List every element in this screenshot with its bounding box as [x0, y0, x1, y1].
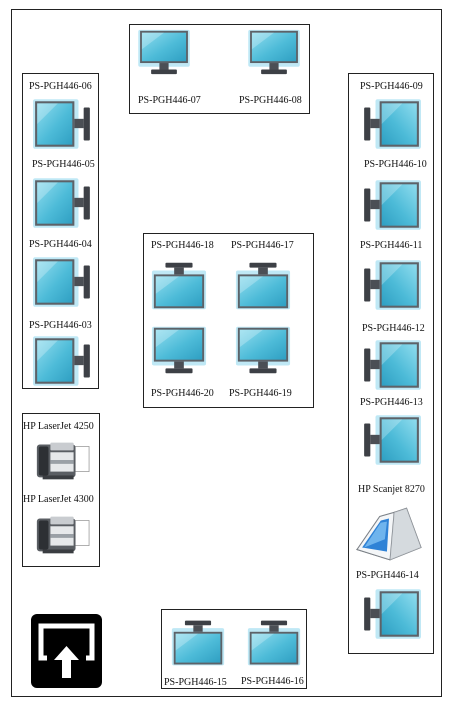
monitor-icon[interactable] — [32, 96, 94, 152]
station-label-17: PS-PGH446-17 — [231, 240, 294, 251]
monitor-icon[interactable] — [234, 320, 292, 380]
monitor-icon[interactable] — [150, 320, 208, 380]
station-label-14: PS-PGH446-14 — [356, 570, 419, 581]
station-label-03: PS-PGH446-03 — [29, 320, 92, 331]
monitor-icon[interactable] — [360, 256, 422, 314]
printer-icon[interactable] — [33, 512, 91, 556]
station-label-07: PS-PGH446-07 — [138, 95, 201, 106]
exit-icon[interactable] — [31, 614, 102, 688]
monitor-icon[interactable] — [360, 95, 422, 153]
station-label-04: PS-PGH446-04 — [29, 239, 92, 250]
station-label-10: PS-PGH446-10 — [364, 159, 427, 170]
monitor-icon[interactable] — [136, 29, 192, 75]
station-label-20: PS-PGH446-20 — [151, 388, 214, 399]
station-label-09: PS-PGH446-09 — [360, 81, 423, 92]
monitor-icon[interactable] — [360, 336, 422, 394]
floor-plan-frame — [11, 9, 442, 697]
monitor-icon[interactable] — [246, 614, 302, 672]
station-label-15: PS-PGH446-15 — [164, 677, 227, 688]
group-center — [143, 233, 314, 408]
monitor-icon[interactable] — [360, 411, 422, 469]
monitor-icon[interactable] — [32, 334, 94, 388]
station-label-06: PS-PGH446-06 — [29, 81, 92, 92]
monitor-icon[interactable] — [170, 614, 226, 672]
scanner-icon[interactable] — [352, 502, 426, 564]
printer-icon[interactable] — [33, 438, 91, 482]
printer-label-4300: HP LaserJet 4300 — [23, 494, 94, 505]
monitor-icon[interactable] — [246, 29, 302, 75]
monitor-icon[interactable] — [32, 254, 94, 310]
printer-label-4250: HP LaserJet 4250 — [23, 421, 94, 432]
station-label-13: PS-PGH446-13 — [360, 397, 423, 408]
station-label-08: PS-PGH446-08 — [239, 95, 302, 106]
station-label-11: PS-PGH446-11 — [360, 240, 423, 251]
monitor-icon[interactable] — [234, 257, 292, 315]
station-label-05: PS-PGH446-05 — [32, 159, 95, 170]
station-label-18: PS-PGH446-18 — [151, 240, 214, 251]
station-label-12: PS-PGH446-12 — [362, 323, 425, 334]
monitor-icon[interactable] — [360, 585, 422, 643]
scanner-label: HP Scanjet 8270 — [358, 484, 425, 495]
station-label-19: PS-PGH446-19 — [229, 388, 292, 399]
station-label-16: PS-PGH446-16 — [241, 676, 304, 687]
monitor-icon[interactable] — [32, 175, 94, 231]
monitor-icon[interactable] — [360, 176, 422, 234]
monitor-icon[interactable] — [150, 257, 208, 315]
